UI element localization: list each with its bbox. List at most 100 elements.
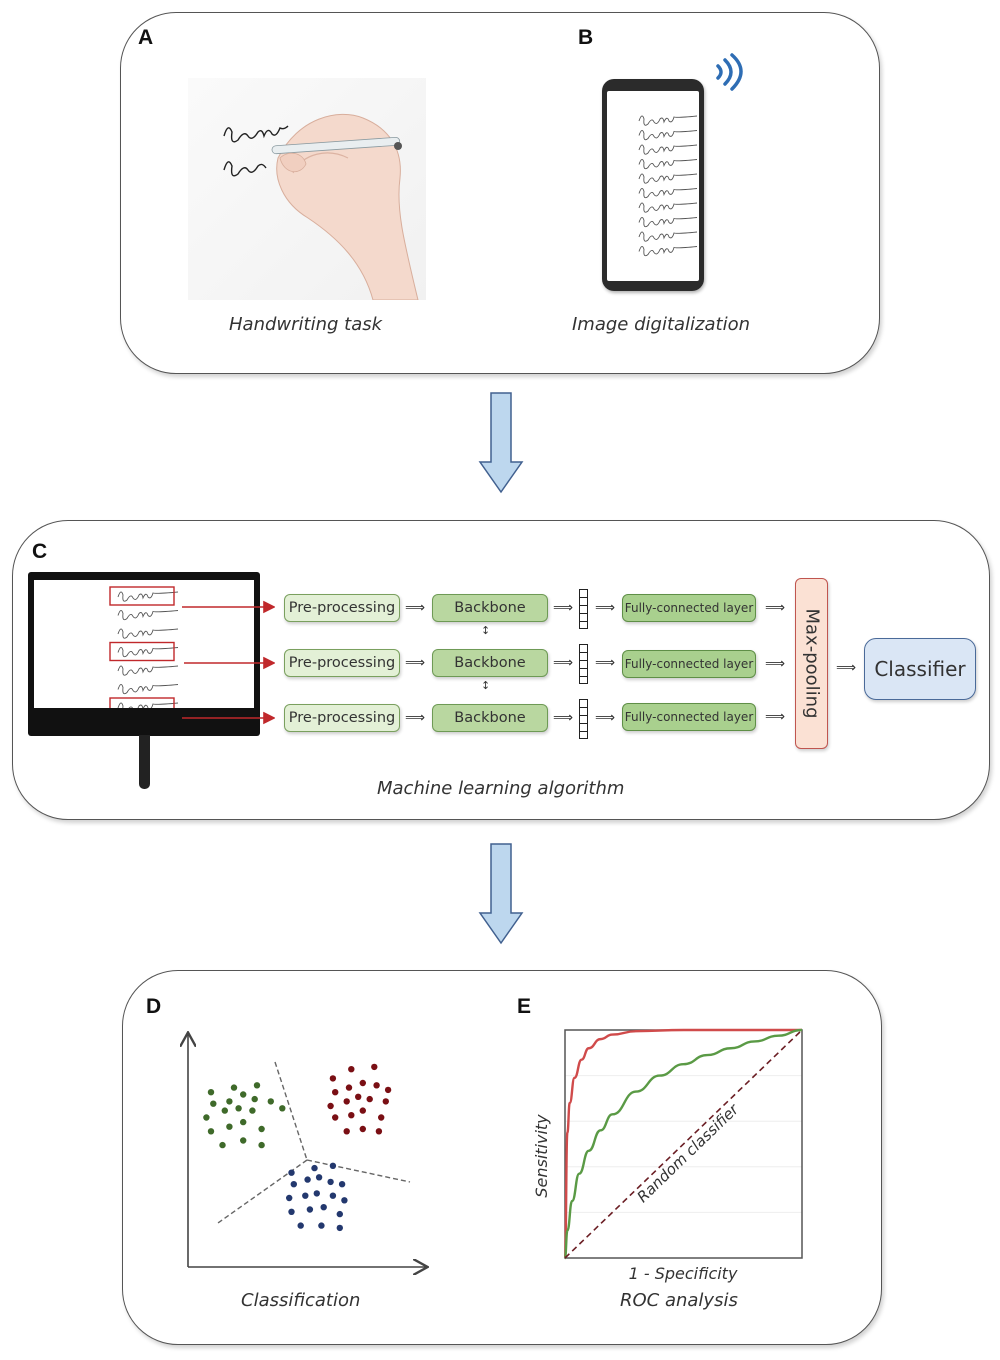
signature-sample bbox=[117, 702, 179, 713]
caption-image-digitalization: Image digitalization bbox=[572, 314, 750, 335]
arrow-icon: ⟹ bbox=[765, 600, 786, 616]
panel-label-b: B bbox=[578, 26, 594, 49]
signature-sample bbox=[638, 231, 698, 242]
red-cluster-point bbox=[375, 1128, 383, 1135]
red-cluster-point bbox=[359, 1125, 366, 1133]
green-cluster-point bbox=[219, 1141, 226, 1149]
red-cluster-point bbox=[355, 1093, 362, 1100]
red-cluster-point bbox=[371, 1063, 378, 1071]
monitor-icon bbox=[28, 572, 260, 736]
arrow-icon: ⟹ bbox=[405, 710, 426, 726]
signature-sample bbox=[117, 610, 179, 621]
arrow-icon: ⟹ bbox=[405, 655, 426, 671]
green-cluster-point bbox=[203, 1114, 210, 1121]
red-cluster-point bbox=[343, 1098, 350, 1105]
feature-vector-icon bbox=[579, 699, 588, 739]
green-cluster-point bbox=[221, 1107, 228, 1114]
decision-boundaries bbox=[217, 1061, 411, 1224]
roc-curve-moderate-classifier bbox=[563, 1028, 803, 1260]
signature-sample bbox=[117, 591, 179, 602]
pen-icon bbox=[271, 136, 401, 155]
blue-cluster-point bbox=[341, 1197, 348, 1204]
caption-classification: Classification bbox=[241, 1290, 361, 1311]
selection-arrows bbox=[182, 600, 275, 725]
blue-cluster-point bbox=[336, 1210, 343, 1218]
shared-weights-icon: ↕ bbox=[481, 624, 491, 637]
shared-weights-icon: ↕ bbox=[481, 679, 491, 692]
blue-cluster-point bbox=[327, 1178, 334, 1186]
green-cluster-point bbox=[230, 1084, 238, 1091]
red-cluster-point bbox=[348, 1066, 355, 1073]
green-cluster-point bbox=[279, 1105, 286, 1112]
flow-arrow-down-icon bbox=[478, 843, 524, 945]
roc-curve-high-auc-classifier bbox=[563, 1028, 802, 1260]
fc-layer-box-2: Fully-connected layer bbox=[622, 650, 756, 678]
arrow-icon: ⟹ bbox=[553, 600, 574, 616]
green-cluster-point bbox=[253, 1082, 261, 1089]
fc-layer-box-3: Fully-connected layer bbox=[622, 703, 756, 731]
green-cluster-point bbox=[249, 1107, 256, 1114]
feature-vector-icon bbox=[579, 644, 588, 684]
green-cluster-point bbox=[251, 1095, 258, 1103]
panel-label-e: E bbox=[517, 995, 532, 1018]
blue-cluster-point bbox=[286, 1194, 293, 1202]
panel-label-d: D bbox=[146, 995, 162, 1018]
random-classifier-annotation: Random classifier bbox=[633, 1100, 742, 1206]
arrow-icon: ⟹ bbox=[765, 709, 786, 725]
red-cluster-point bbox=[332, 1114, 339, 1121]
blue-cluster-point bbox=[288, 1169, 295, 1176]
backbone-box-2: Backbone bbox=[432, 649, 548, 677]
blue-cluster-point bbox=[336, 1224, 343, 1232]
arrow-icon: ⟹ bbox=[553, 655, 574, 671]
roc-y-axis-label: Sensitivity bbox=[532, 1114, 551, 1198]
signature-line-2 bbox=[223, 161, 267, 177]
monitor-screen bbox=[34, 580, 254, 717]
green-cluster-point bbox=[258, 1125, 265, 1133]
red-cluster-point bbox=[343, 1128, 350, 1135]
panel-de bbox=[122, 970, 882, 1345]
green-cluster-point bbox=[226, 1123, 233, 1130]
green-cluster-point bbox=[267, 1098, 274, 1105]
phone-screen bbox=[607, 91, 699, 281]
arrow-icon: ⟹ bbox=[553, 710, 574, 726]
signature-sample bbox=[117, 684, 179, 695]
selection-box bbox=[109, 586, 175, 606]
green-cluster-point bbox=[207, 1128, 215, 1135]
red-cluster-point bbox=[382, 1098, 389, 1105]
wifi-signal-icon bbox=[716, 53, 743, 91]
max-pooling-box: Max-pooling bbox=[795, 578, 828, 749]
signature-sample bbox=[638, 159, 698, 170]
blue-cluster-point bbox=[311, 1164, 318, 1172]
signature-sample bbox=[638, 188, 698, 199]
signature-sample bbox=[638, 202, 698, 213]
signature-sample bbox=[638, 144, 698, 155]
arrow-icon: ⟹ bbox=[595, 710, 616, 726]
blue-cluster-point bbox=[315, 1174, 323, 1181]
backbone-box-1: Backbone bbox=[432, 594, 548, 622]
green-cluster-point bbox=[210, 1100, 217, 1107]
red-cluster-point bbox=[359, 1107, 366, 1114]
arrow-icon: ⟹ bbox=[405, 600, 426, 616]
red-cluster-point bbox=[329, 1075, 337, 1082]
red-cluster-point bbox=[384, 1086, 392, 1094]
classification-scatter-plot bbox=[180, 1030, 435, 1275]
arrow-icon: ⟹ bbox=[765, 656, 786, 672]
hand-icon bbox=[276, 113, 419, 301]
fc-layer-box-1: Fully-connected layer bbox=[622, 594, 756, 622]
red-cluster-point bbox=[373, 1082, 380, 1089]
signature-sample bbox=[638, 130, 698, 141]
green-cluster-point bbox=[207, 1089, 215, 1096]
roc-x-axis-label: 1 - Specificity bbox=[629, 1264, 738, 1283]
smartphone-icon bbox=[602, 79, 704, 291]
preprocessing-box-3: Pre-processing bbox=[284, 704, 400, 732]
selection-box bbox=[109, 641, 175, 662]
green-cluster-point bbox=[235, 1105, 242, 1112]
handwriting-illustration bbox=[188, 78, 426, 301]
caption-machine-learning: Machine learning algorithm bbox=[377, 778, 625, 799]
backbone-box-3: Backbone bbox=[432, 704, 548, 732]
caption-handwriting-task: Handwriting task bbox=[229, 314, 383, 335]
red-cluster-point bbox=[332, 1089, 339, 1096]
green-cluster-point bbox=[240, 1137, 247, 1144]
classifier-box: Classifier bbox=[864, 638, 976, 700]
blue-cluster-point bbox=[313, 1190, 320, 1197]
